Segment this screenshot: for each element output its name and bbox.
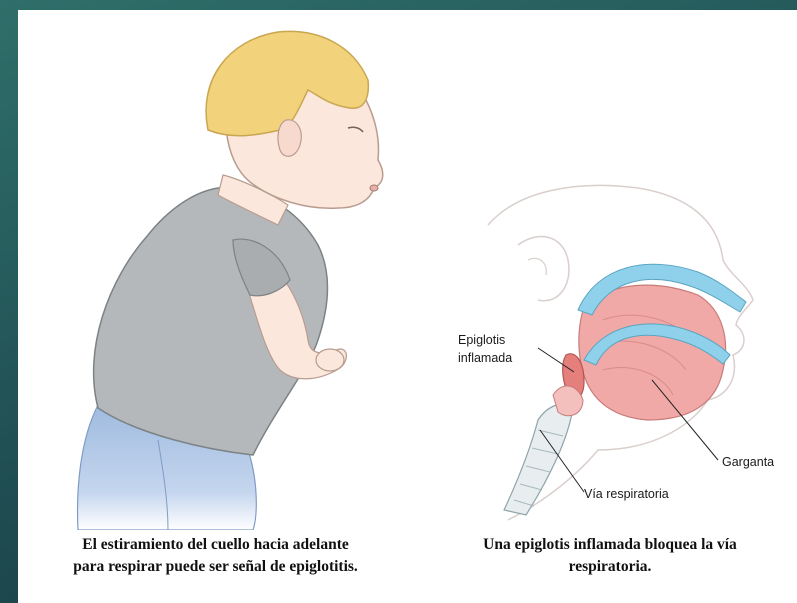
caption-right-line2: respiratoria. (423, 556, 797, 578)
airway-cross-section: Epiglotis inflamada Garganta Vía respira… (458, 185, 774, 520)
caption-right: Una epiglotis inflamada bloquea la vía r… (423, 534, 797, 578)
label-epiglotis-line1: Epiglotis (458, 333, 505, 347)
child-illustration (78, 31, 383, 530)
figure-panel: Epiglotis inflamada Garganta Vía respira… (18, 10, 797, 603)
caption-left: El estiramiento del cuello hacia adelant… (18, 534, 413, 578)
fist (316, 349, 344, 371)
illustration-canvas: Epiglotis inflamada Garganta Vía respira… (18, 10, 797, 530)
caption-left-line1: El estiramiento del cuello hacia adelant… (18, 534, 413, 556)
ear (278, 120, 301, 157)
caption-left-line2: para respirar puede ser señal de epiglot… (18, 556, 413, 578)
trachea (504, 404, 573, 515)
label-epiglotis-line2: inflamada (458, 351, 512, 365)
label-via-respiratoria: Vía respiratoria (584, 487, 669, 501)
label-garganta: Garganta (722, 455, 774, 469)
caption-right-line1: Una epiglotis inflamada bloquea la vía (423, 534, 797, 556)
